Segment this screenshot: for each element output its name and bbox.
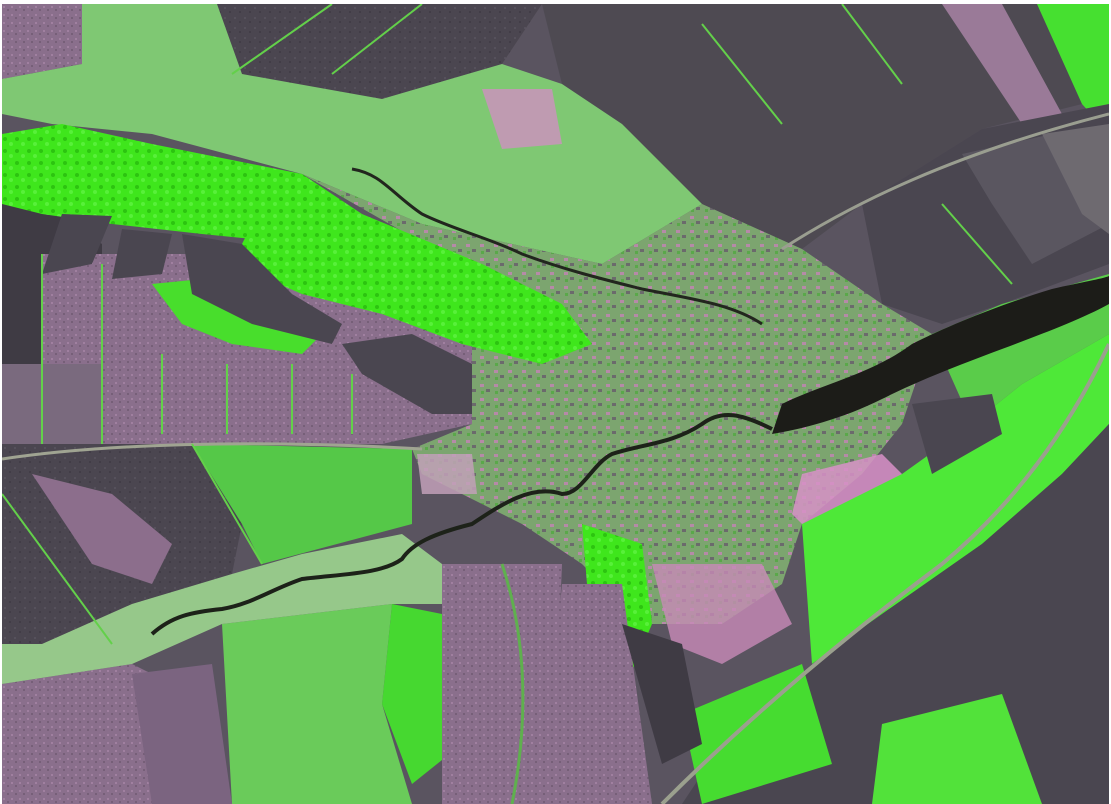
field-bottom-green-2 [682, 664, 832, 804]
boundary-line-10 [841, 4, 903, 85]
field-dark-patch-east [912, 394, 1002, 474]
field-top-right-dark [542, 4, 1082, 249]
field-bottom-centre-1 [442, 564, 562, 804]
clearing-2 [112, 229, 172, 279]
river-lower [150, 412, 773, 636]
field-green-east [802, 334, 1109, 664]
satellite-scene [2, 4, 1109, 804]
boundary-line-8 [331, 4, 423, 75]
clearing-1 [42, 214, 112, 274]
residential-block-south [652, 564, 792, 664]
clearing-3 [182, 234, 342, 344]
field-bottom-right-green [872, 694, 1042, 804]
satellite-image [2, 4, 1109, 804]
industrial-block-north [482, 89, 562, 149]
field-topleft [2, 4, 97, 79]
forest-west [2, 124, 362, 244]
forest-central [232, 214, 592, 364]
field-left-strip [2, 364, 102, 444]
field-top-right-green [1037, 4, 1109, 134]
road-southeast [660, 343, 1109, 804]
field-bottom-centre-2 [542, 584, 652, 804]
grass-upper [2, 4, 702, 264]
clearing-4 [342, 334, 472, 414]
field-lower-left-patch [32, 474, 172, 584]
boundary-line-13 [2, 493, 113, 645]
field-bottom-left-green [222, 604, 412, 804]
river-upper [351, 167, 763, 326]
field-top-strip [942, 4, 1062, 124]
industrial-block-west [417, 454, 477, 494]
field-lower-left-green [192, 444, 412, 564]
road-northeast [781, 112, 1109, 251]
boundary-line-9 [701, 23, 783, 125]
road-west [2, 442, 423, 461]
boundary-line-11 [941, 203, 1013, 285]
boundary-line-7 [231, 4, 333, 75]
field-bottom-left-strip [132, 664, 232, 804]
boundary-line-12 [191, 443, 263, 565]
reservoir [772, 276, 1109, 434]
field-bottom-centre-dark [622, 624, 702, 764]
field-right-strip [1042, 124, 1109, 234]
field-boundary-south [500, 563, 525, 804]
